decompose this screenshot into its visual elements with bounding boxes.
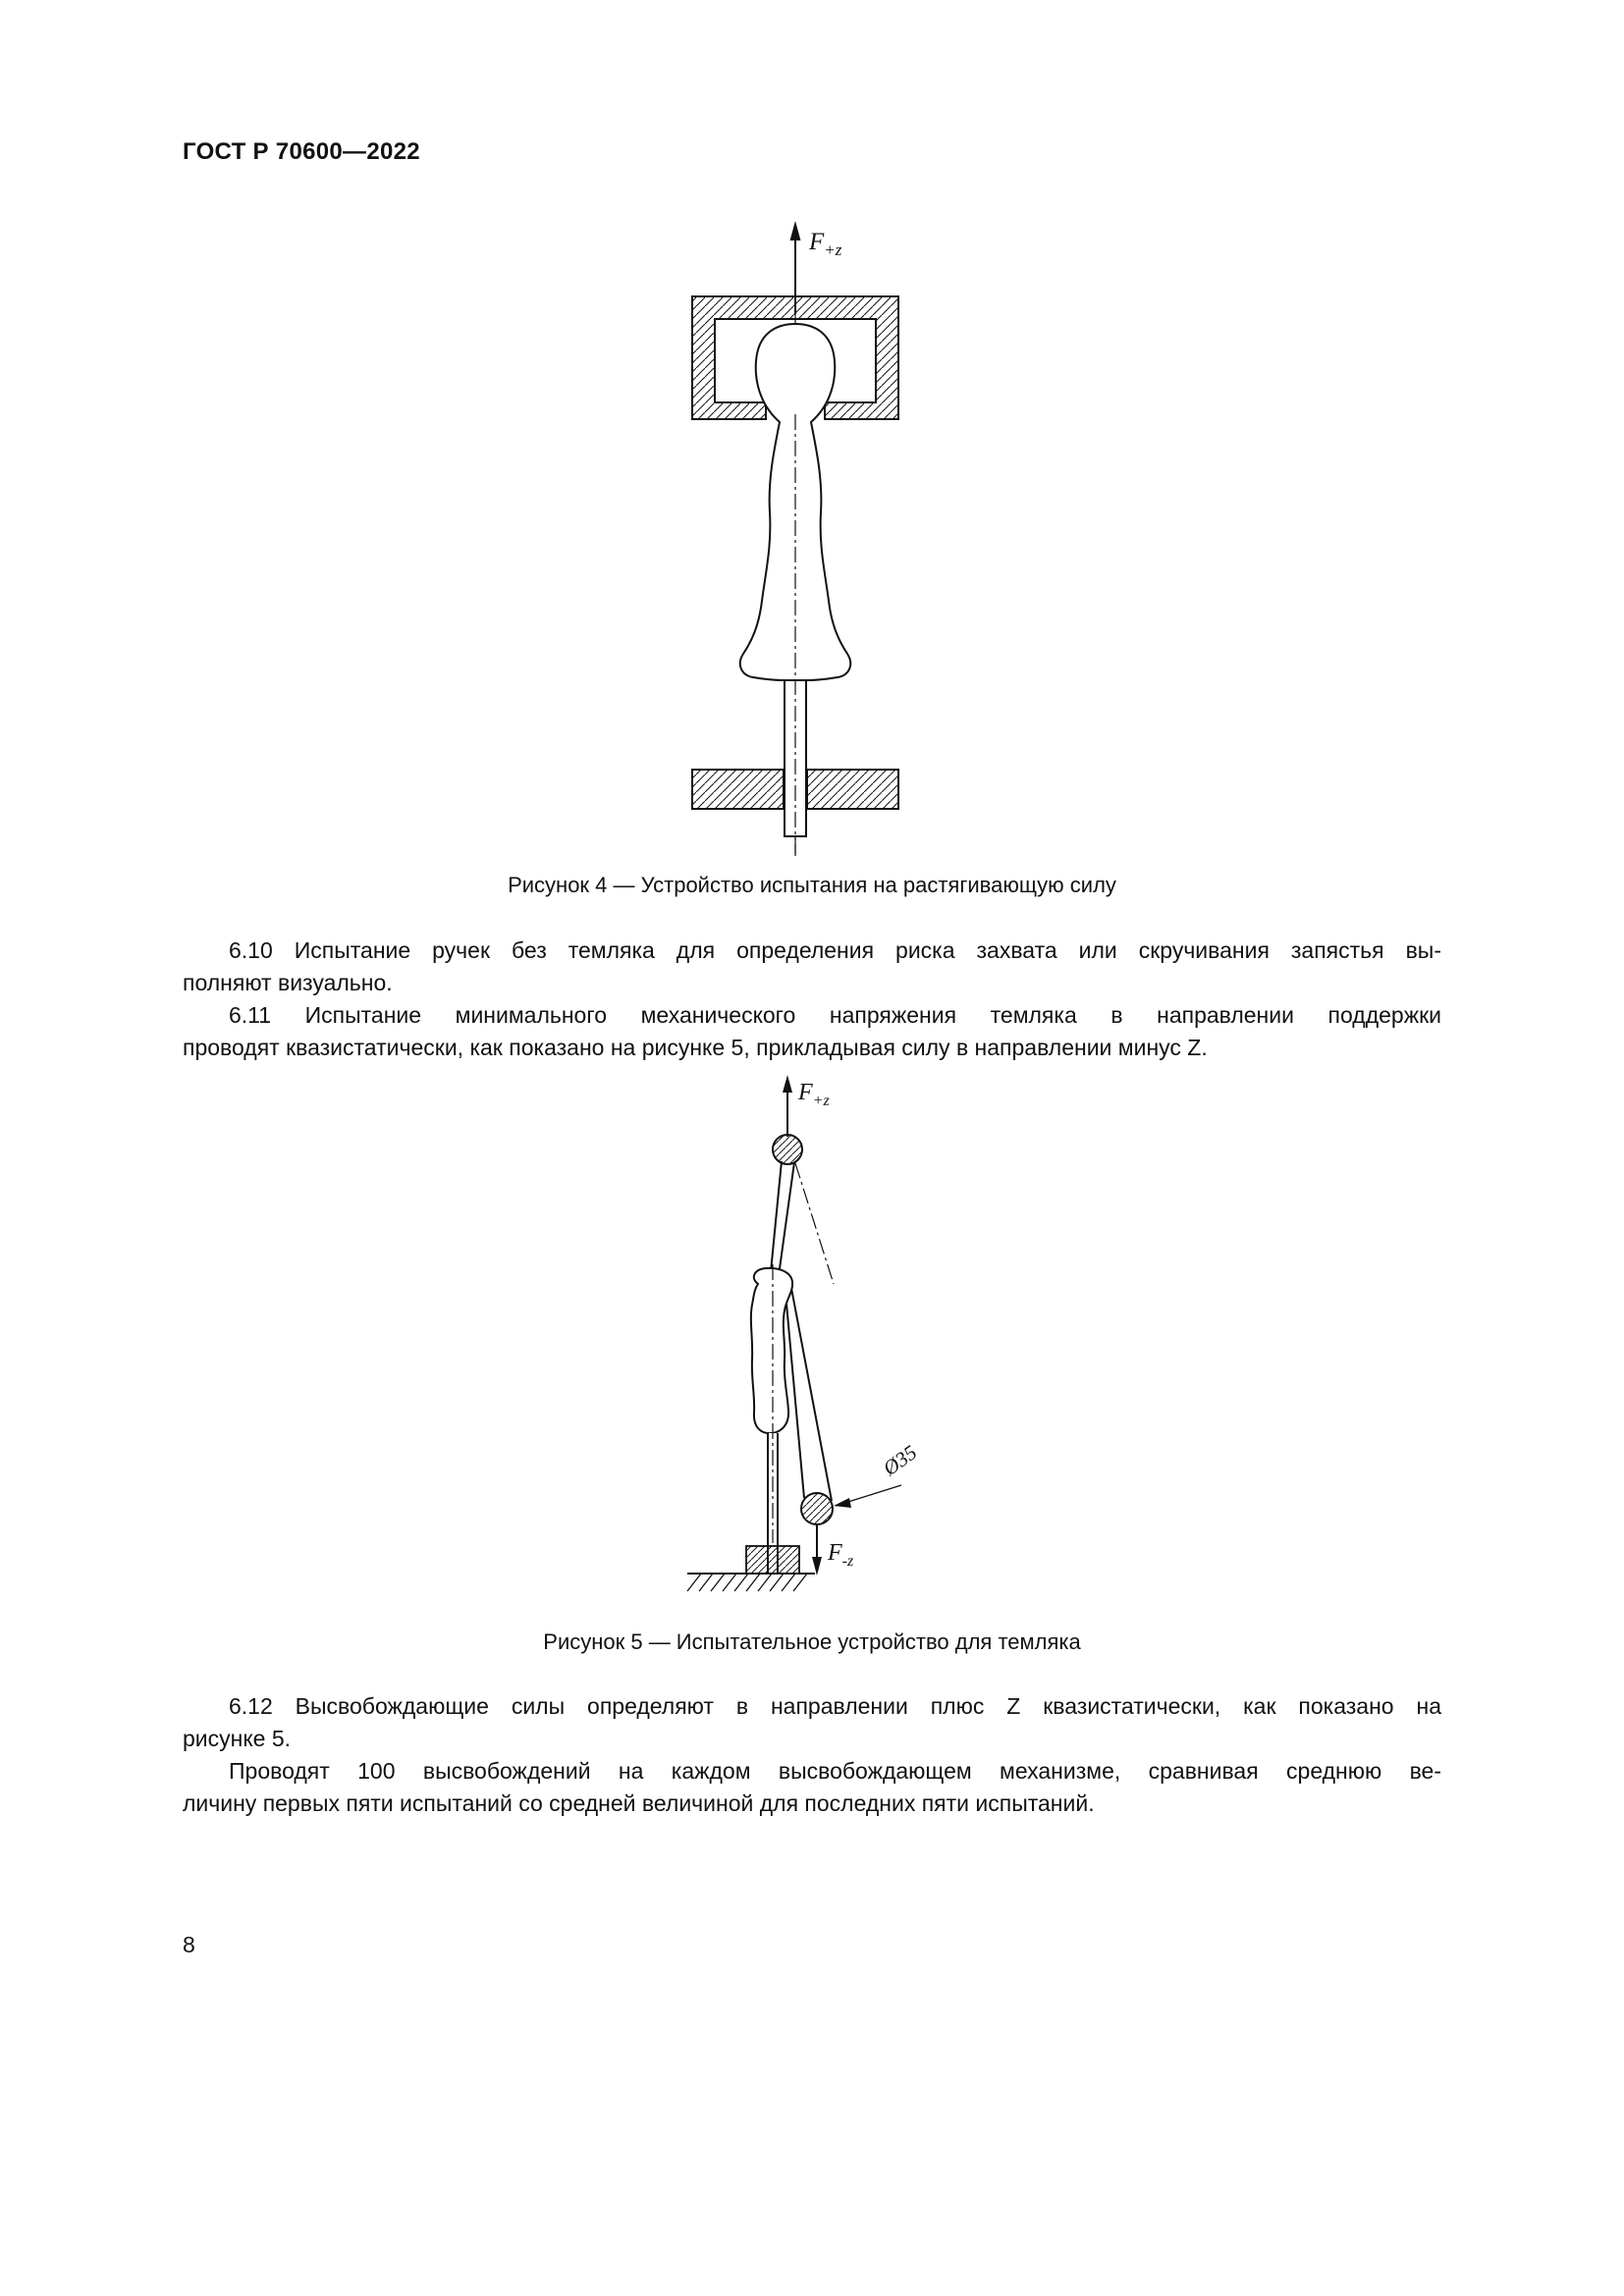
base-plate xyxy=(691,769,899,810)
paragraph-6-12-line-1: 6.12 Высвобождающие силы определяют в на… xyxy=(229,1693,1441,1719)
figure5-drawing: F+z Ø35 F xyxy=(686,1075,921,1592)
page-number: 8 xyxy=(183,1932,195,1957)
base-clamp xyxy=(745,1545,800,1575)
handle-rod xyxy=(784,680,807,837)
figure4-drawing: F+z xyxy=(691,221,899,856)
force-arrow-up xyxy=(783,1075,792,1137)
ground-hatching xyxy=(686,1573,815,1592)
diameter-callout: Ø35 xyxy=(834,1440,921,1508)
paragraph-6-11-line-1: 6.11 Испытание минимального механическог… xyxy=(229,1002,1441,1028)
paragraph-6-12b-line-2: личину первых пяти испытаний со средней … xyxy=(183,1790,1095,1816)
diameter-label: Ø35 xyxy=(878,1440,921,1480)
lower-strap xyxy=(784,1281,833,1502)
document-header: ГОСТ Р 70600—2022 xyxy=(183,138,420,165)
force-label-plus-z: F+z xyxy=(808,229,842,259)
figure4-caption: Рисунок 4 — Устройство испытания на раст… xyxy=(508,873,1116,897)
paragraph-6-12b-line-1: Проводят 100 высвобождений на каждом выс… xyxy=(229,1758,1441,1784)
paragraph-6-10-line-1: 6.10 Испытание ручек без темляка для опр… xyxy=(229,937,1441,963)
force-arrow-down xyxy=(812,1525,822,1575)
clamp-fixture xyxy=(691,295,899,420)
figure5-caption: Рисунок 5 — Испытательное устройство для… xyxy=(543,1629,1081,1654)
body-text-block-2: 6.12 Высвобождающие силы определяют в на… xyxy=(183,1690,1441,1820)
body-text-block-1: 6.10 Испытание ручек без темляка для опр… xyxy=(183,934,1441,1064)
paragraph-6-11-line-2: проводят квазистатически, как показано н… xyxy=(183,1035,1208,1060)
force-label-minus-z: F-z xyxy=(827,1540,854,1570)
lower-pulley xyxy=(800,1492,834,1525)
paragraph-6-12-line-2: рисунке 5. xyxy=(183,1726,292,1751)
paragraph-6-10-line-2: полняют визуально. xyxy=(183,970,393,995)
upper-pulley xyxy=(772,1134,803,1165)
force-label-plus-z: F+z xyxy=(797,1080,830,1109)
handle-outline xyxy=(749,1266,794,1435)
upper-strap xyxy=(769,1160,835,1285)
